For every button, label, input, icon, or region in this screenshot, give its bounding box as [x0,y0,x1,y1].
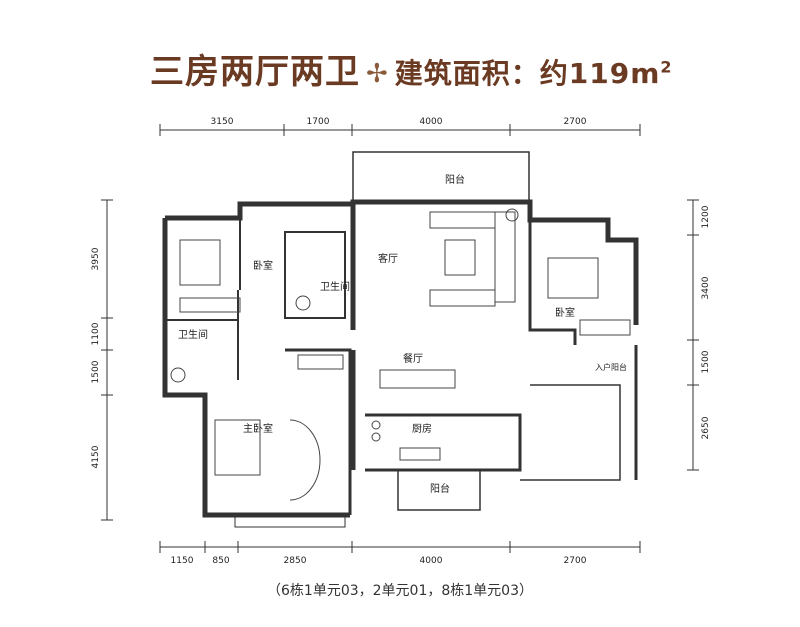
balcony-top-outline [352,151,530,203]
sofa-icon [494,211,516,303]
bed-icon [179,239,221,286]
room-bathroom-center: 卫生间 [320,280,350,293]
stove-icon [371,420,381,430]
dim-top-4: 2700 [564,117,587,127]
ornament-icon: ✢ [366,58,389,89]
dim-left-1: 3950 [91,247,101,270]
dim-top-2: 1700 [307,117,330,127]
room-bathroom-left: 卫生间 [178,328,208,341]
dim-right-4: 2650 [701,416,711,439]
wardrobe-icon [579,319,631,336]
bathtub-icon [289,419,321,501]
page-title: 三房两厅两卫✢建筑面积：约119m2 [150,44,673,93]
sink-icon [399,447,441,461]
dim-left-3: 1500 [91,360,101,383]
dim-bottom-3: 2850 [284,556,307,566]
dining-table-icon [379,369,456,389]
dim-bottom-2: 850 [212,556,229,566]
dimension-lines [101,124,699,553]
walls [162,151,639,528]
plant-icon [505,208,519,222]
dim-left-4: 4150 [91,445,101,468]
room-master-bedroom: 主卧室 [243,422,273,435]
dim-left-2: 1100 [91,322,101,345]
dim-top-1: 3150 [211,117,234,127]
dim-right-1: 1200 [701,205,711,228]
area-label: 建筑面积：约119m2 [394,57,673,90]
wardrobe-icon [179,297,241,313]
bed-icon [214,419,261,476]
dim-top-3: 4000 [420,117,443,127]
toilet-icon [170,367,186,383]
sofa-icon [429,289,496,307]
room-bedroom-right: 卧室 [555,306,575,319]
unit-caption: （6栋1单元03，2单元01，8栋1单元03） [267,583,533,599]
room-balcony-top: 阳台 [445,173,465,186]
dim-right-2: 3400 [701,276,711,299]
dim-bottom-4: 4000 [420,556,443,566]
sofa-icon [429,211,496,229]
stove-icon [371,432,381,442]
dim-bottom-5: 2700 [564,556,587,566]
room-balcony-bottom: 阳台 [430,482,450,495]
room-entry-balcony: 入户阳台 [595,362,627,372]
room-dining-room: 餐厅 [403,352,423,365]
layout-type: 三房两厅两卫 [150,52,360,92]
room-kitchen: 厨房 [412,422,432,435]
coffee-table-icon [444,239,476,276]
bed-icon [547,257,599,299]
toilet-icon [295,295,311,311]
balcony-bottom-outline [397,469,481,511]
dim-right-3: 1500 [701,350,711,373]
wardrobe-icon [297,354,344,370]
dim-bottom-1: 1150 [171,556,194,566]
room-bedroom-left: 卧室 [253,259,273,272]
furniture [170,208,631,501]
room-living-room: 客厅 [378,252,398,265]
